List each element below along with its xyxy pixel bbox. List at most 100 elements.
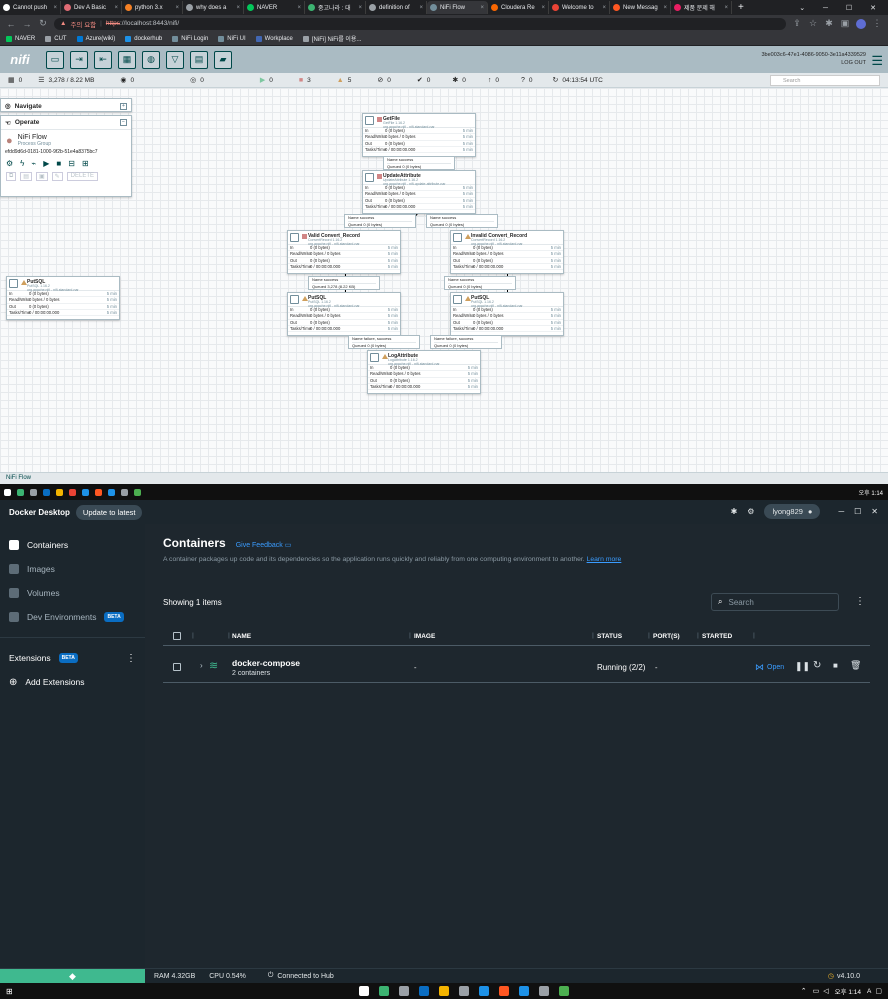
give-feedback-link[interactable]: Give Feedback ▭: [236, 541, 292, 549]
tray-chevron-icon[interactable]: ⌃: [800, 988, 807, 995]
refresh-icon[interactable]: ↻: [552, 77, 559, 84]
forward-icon[interactable]: →: [22, 18, 32, 29]
extensions-icon[interactable]: ✱: [825, 18, 833, 28]
sidebar-item-containers[interactable]: Containers: [0, 533, 145, 557]
processor-invalid[interactable]: Invalid Convert_Record ConvertRecord 1.1…: [450, 230, 564, 274]
browser-tab[interactable]: New Messag×: [610, 1, 671, 14]
add-extensions-button[interactable]: ⊕ Add Extensions: [0, 670, 145, 694]
browser-tab[interactable]: definition of×: [366, 1, 427, 14]
browser-tab[interactable]: NAVER×: [244, 1, 305, 14]
browser-tab[interactable]: Cannot push×: [0, 1, 61, 14]
sidebar-item-volumes[interactable]: Volumes: [0, 581, 145, 605]
tab-close-icon[interactable]: ×: [663, 4, 667, 11]
processor-valid[interactable]: Valid Convert_Record ConvertRecord 1.16.…: [287, 230, 401, 274]
tab-close-icon[interactable]: ×: [541, 4, 545, 11]
taskbar-app-icon[interactable]: [498, 986, 509, 996]
configure-gear-icon[interactable]: ⚙: [6, 159, 14, 168]
menu-kebab-icon[interactable]: ⋮: [872, 18, 882, 28]
remote-process-group-tool-icon[interactable]: ◍: [142, 50, 160, 69]
extensions-kebab-icon[interactable]: ⋮: [126, 652, 136, 664]
taskbar-app-icon[interactable]: [4, 488, 11, 496]
taskbar-app-icon[interactable]: [43, 488, 50, 496]
taskbar-app-icon[interactable]: [378, 986, 389, 996]
new-tab-button[interactable]: +: [738, 2, 744, 13]
start-icon[interactable]: ▶: [43, 159, 50, 168]
column-header-status[interactable]: STATUS: [597, 633, 623, 640]
column-header-started[interactable]: STARTED: [702, 633, 733, 640]
taskbar-app-icon[interactable]: [418, 986, 429, 996]
process-group-tool-icon[interactable]: ▦: [118, 50, 136, 69]
disable-icon[interactable]: ⌁: [31, 159, 37, 168]
taskbar-app-icon[interactable]: [30, 488, 37, 496]
label-tool-icon[interactable]: ▰: [214, 50, 232, 69]
user-menu[interactable]: lyong829●: [764, 504, 821, 519]
bookmark-item[interactable]: [NiFi] NiFi를 이용...: [302, 34, 361, 43]
volume-icon[interactable]: ◁: [823, 988, 829, 995]
bookmark-item[interactable]: dockerhub: [125, 35, 162, 42]
sidebar-item-images[interactable]: Images: [0, 557, 145, 581]
taskbar-app-icon[interactable]: [56, 488, 63, 496]
tab-close-icon[interactable]: ×: [236, 4, 240, 11]
maximize-icon[interactable]: ☐: [854, 507, 862, 516]
close-icon[interactable]: ✕: [871, 507, 878, 516]
bookmark-item[interactable]: Workplace: [255, 35, 293, 42]
pause-icon[interactable]: ❚❚: [795, 661, 811, 671]
tab-close-icon[interactable]: ×: [114, 4, 118, 11]
copy-icon[interactable]: ⧉: [6, 172, 17, 181]
collapse-icon[interactable]: −: [120, 119, 127, 126]
table-options-kebab-icon[interactable]: ⋮: [855, 596, 865, 607]
bug-icon[interactable]: ✱: [730, 507, 738, 516]
sidepanel-icon[interactable]: ▣: [840, 18, 850, 28]
taskbar-app-icon[interactable]: [398, 986, 409, 996]
taskbar-app-icon[interactable]: [121, 488, 128, 496]
input-language-indicator[interactable]: A: [867, 987, 872, 995]
browser-tab[interactable]: python 3.x×: [122, 1, 183, 14]
browser-tab[interactable]: 제품 문제 해×: [671, 1, 732, 14]
tab-close-icon[interactable]: ×: [480, 4, 484, 11]
bookmark-item[interactable]: CUT: [45, 35, 67, 42]
row-checkbox[interactable]: [173, 663, 181, 671]
network-icon[interactable]: ▭: [812, 988, 820, 995]
taskbar-app-icon[interactable]: [558, 986, 569, 996]
bookmark-item[interactable]: NiFi UI: [218, 35, 246, 42]
expand-icon[interactable]: +: [120, 102, 127, 110]
update-button[interactable]: Update to latest: [75, 504, 143, 520]
taskbar-app-icon[interactable]: [95, 488, 102, 496]
browser-tab[interactable]: Cloudera Re×: [488, 1, 549, 14]
back-icon[interactable]: ←: [6, 18, 16, 29]
tab-close-icon[interactable]: ×: [358, 4, 362, 11]
template-tool-icon[interactable]: ▤: [190, 50, 208, 69]
notification-icon[interactable]: ▢: [875, 988, 882, 995]
share-icon[interactable]: ⇪: [793, 18, 801, 28]
taskbar-app-icon[interactable]: [518, 986, 529, 996]
column-header-name[interactable]: NAME: [232, 633, 252, 640]
browser-tab[interactable]: Welcome to×: [549, 1, 610, 14]
taskbar-app-icon[interactable]: [17, 488, 24, 496]
container-search-input[interactable]: ⌕ Search: [711, 593, 839, 611]
tab-close-icon[interactable]: ×: [297, 4, 301, 11]
nifi-search-input[interactable]: Search: [770, 75, 880, 86]
paste-icon[interactable]: ▤: [20, 172, 32, 181]
color-icon[interactable]: ✎: [51, 172, 63, 181]
tab-close-icon[interactable]: ×: [53, 4, 57, 11]
global-menu-icon[interactable]: ☰: [871, 53, 883, 68]
profile-avatar[interactable]: [856, 18, 866, 29]
taskbar-app-icon[interactable]: [82, 488, 89, 496]
settings-gear-icon[interactable]: ⚙: [747, 507, 755, 516]
funnel-tool-icon[interactable]: ▽: [166, 50, 184, 69]
create-template-icon[interactable]: ⊟: [68, 159, 75, 168]
url-input[interactable]: ▲ 주의 요함 | https://localhost:8443/nifi/: [54, 17, 786, 30]
taskbar-app-icon[interactable]: [458, 986, 469, 996]
